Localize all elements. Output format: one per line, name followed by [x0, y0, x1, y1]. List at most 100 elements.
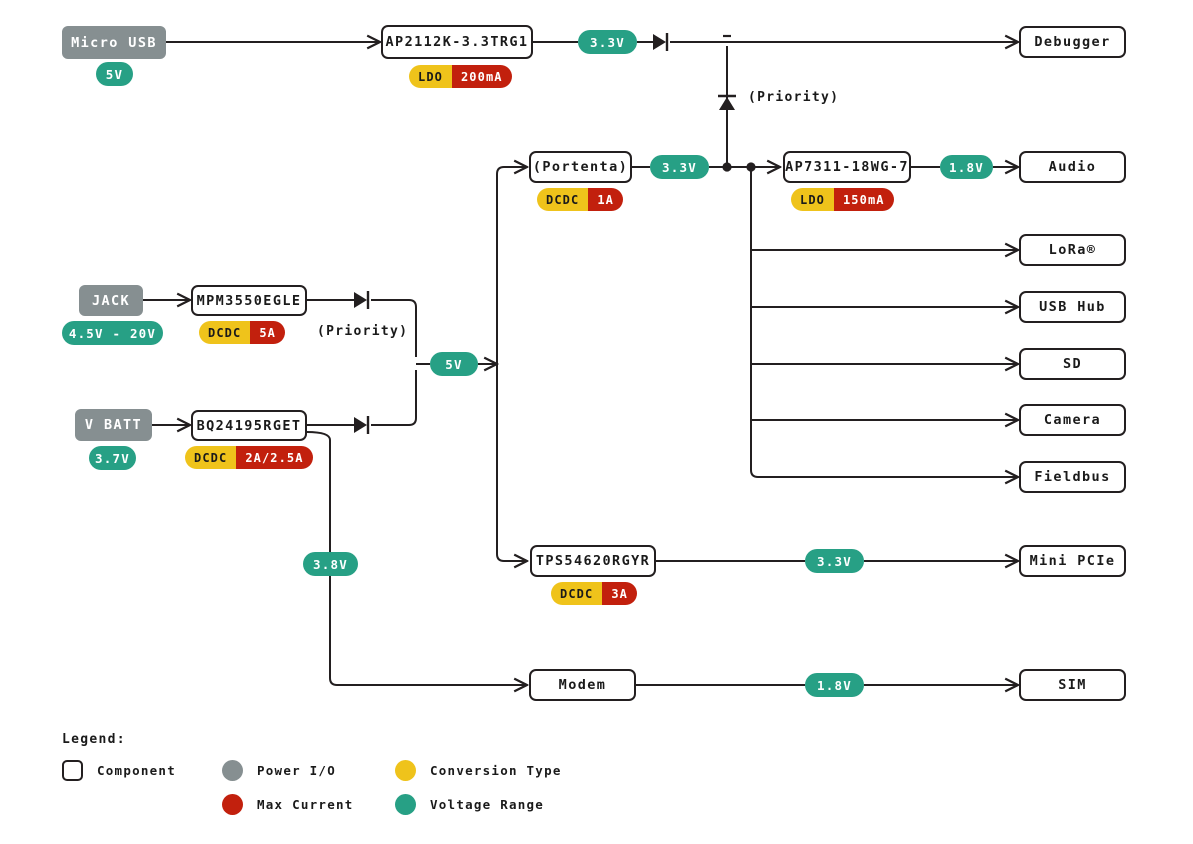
component-mpm3550egle[interactable]: MPM3550EGLE: [191, 285, 307, 316]
power-input-v-batt[interactable]: V BATT: [75, 409, 152, 441]
power-input-micro-usb[interactable]: Micro USB: [62, 26, 166, 59]
legend-item-component: Component: [62, 759, 222, 781]
power-io-swatch-icon: [222, 759, 243, 781]
wire-bq-to-modem: [306, 431, 527, 685]
legend-label: Max Current: [257, 796, 354, 812]
legend-item-voltage-range: Voltage Range: [395, 793, 595, 815]
component-portenta[interactable]: (Portenta): [529, 151, 632, 183]
spec-pill-tps54620rgyr: DCDC 3A: [551, 582, 637, 605]
wire-5vbus-to-tps: [496, 364, 527, 561]
load-label: USB Hub: [1039, 299, 1106, 315]
legend-item-conversion-type: Conversion Type: [395, 759, 595, 781]
load-label: Audio: [1048, 159, 1097, 175]
component-label: AP2112K-3.3TRG1: [385, 34, 529, 50]
component-label: MPM3550EGLE: [196, 292, 302, 309]
legend-label: Component: [97, 762, 176, 778]
component-label: BQ24195RGET: [196, 417, 302, 434]
power-input-jack[interactable]: JACK: [79, 285, 143, 316]
conversion-type-label: DCDC: [185, 446, 237, 469]
load-label: Mini PCIe: [1029, 553, 1116, 569]
annotation-priority-top: (Priority): [748, 90, 840, 105]
annotation-priority-left: (Priority): [317, 324, 409, 339]
spec-pill-bq24195rget: DCDC 2A/2.5A: [185, 446, 313, 469]
voltage-label: 5V: [445, 356, 463, 372]
component-ap7311[interactable]: AP7311-18WG-7: [783, 151, 911, 183]
component-ap2112k[interactable]: AP2112K-3.3TRG1: [381, 25, 533, 59]
diode-mpm3550: [354, 291, 370, 309]
load-debugger[interactable]: Debugger: [1019, 26, 1126, 58]
load-lora[interactable]: LoRa®: [1019, 234, 1126, 266]
max-current-label: 5A: [250, 321, 285, 344]
power-input-label: V BATT: [84, 417, 143, 433]
wire-mpm-to-merge: [371, 299, 417, 357]
diode-ap2112k: [653, 33, 669, 51]
conversion-type-label: LDO: [791, 188, 834, 211]
spec-pill-mpm3550egle: DCDC 5A: [199, 321, 285, 344]
spec-pill-ap2112k: LDO 200mA: [409, 65, 512, 88]
legend-label: Conversion Type: [430, 762, 562, 778]
component-swatch-icon: [62, 759, 83, 781]
junction-dots: [722, 162, 756, 172]
legend-title: Legend:: [62, 732, 126, 747]
max-current-label: 1A: [588, 188, 623, 211]
legend-item-power-io: Power I/O: [222, 759, 395, 781]
junction-dot-priority: [722, 162, 732, 172]
component-label: AP7311-18WG-7: [785, 159, 909, 175]
load-label: SD: [1062, 356, 1083, 372]
voltage-label: 5V: [105, 66, 124, 82]
legend-label: Power I/O: [257, 762, 336, 778]
voltage-pill-usb-5v: 5V: [96, 62, 133, 86]
load-fieldbus[interactable]: Fieldbus: [1019, 461, 1126, 493]
legend-label: Voltage Range: [430, 796, 545, 812]
voltage-label: 3.7V: [95, 450, 130, 466]
component-label: Modem: [558, 677, 607, 693]
max-current-label: 200mA: [451, 65, 512, 88]
power-input-label: Micro USB: [71, 34, 157, 51]
load-usb-hub[interactable]: USB Hub: [1019, 291, 1126, 323]
wire-bq-to-merge: [371, 370, 417, 426]
diode-bq24195: [354, 416, 370, 434]
junction-dot-peripherals: [746, 162, 756, 172]
voltage-pill-usb-3v3: 3.3V: [578, 30, 637, 54]
voltage-pill-jack-range: 4.5V - 20V: [62, 321, 163, 345]
load-label: Fieldbus: [1034, 469, 1111, 485]
legend: Legend: Component Power I/O Max Current: [62, 732, 595, 815]
legend-item-max-current: Max Current: [222, 793, 395, 815]
load-audio[interactable]: Audio: [1019, 151, 1126, 183]
wire-5vbus-to-portenta: [496, 167, 527, 364]
component-modem[interactable]: Modem: [529, 669, 636, 701]
voltage-label: 3.3V: [817, 553, 852, 569]
load-label: Debugger: [1034, 34, 1111, 50]
component-bq24195rget[interactable]: BQ24195RGET: [191, 410, 307, 441]
power-input-label: JACK: [91, 292, 131, 309]
load-label: Camera: [1043, 412, 1102, 428]
spec-pill-ap7311: LDO 150mA: [791, 188, 894, 211]
voltage-pill-merged-5v: 5V: [430, 352, 478, 376]
load-camera[interactable]: Camera: [1019, 404, 1126, 436]
voltage-pill-ap7311-1v8: 1.8V: [940, 155, 993, 179]
voltage-label: 3.3V: [662, 159, 697, 175]
voltage-pill-batt-3v8: 3.8V: [303, 552, 358, 576]
max-current-label: 3A: [602, 582, 637, 605]
load-label: LoRa®: [1048, 242, 1097, 258]
voltage-pill-portenta-3v3: 3.3V: [650, 155, 709, 179]
diode-group: [354, 33, 736, 434]
voltage-range-swatch-icon: [395, 793, 416, 815]
diode-priority-up: [718, 94, 736, 110]
voltage-pill-vbatt-3v7: 3.7V: [89, 446, 136, 470]
component-label: (Portenta): [532, 159, 629, 175]
conversion-type-label: DCDC: [551, 582, 603, 605]
spec-pill-portenta: DCDC 1A: [537, 188, 623, 211]
voltage-label: 3.3V: [590, 34, 625, 50]
voltage-label: 3.8V: [313, 556, 348, 572]
load-sd[interactable]: SD: [1019, 348, 1126, 380]
voltage-label: 1.8V: [949, 159, 984, 175]
max-current-label: 150mA: [833, 188, 894, 211]
voltage-pill-tps-3v3: 3.3V: [805, 549, 864, 573]
load-mini-pcie[interactable]: Mini PCIe: [1019, 545, 1126, 577]
component-tps54620rgyr[interactable]: TPS54620RGYR: [530, 545, 656, 577]
load-sim[interactable]: SIM: [1019, 669, 1126, 701]
voltage-label: 1.8V: [817, 677, 852, 693]
